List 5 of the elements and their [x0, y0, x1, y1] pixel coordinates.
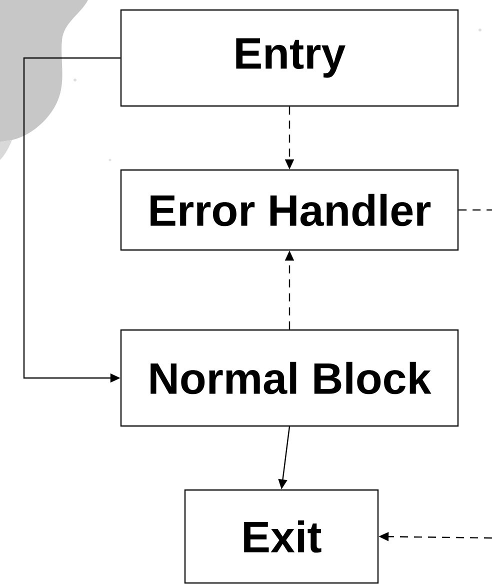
process-box: Entry — [120, 9, 459, 107]
process-box: Exit — [184, 489, 379, 584]
process-box: Error Handler — [120, 169, 459, 251]
process-box: Normal Block — [120, 329, 459, 427]
connector-line — [458, 209, 492, 211]
